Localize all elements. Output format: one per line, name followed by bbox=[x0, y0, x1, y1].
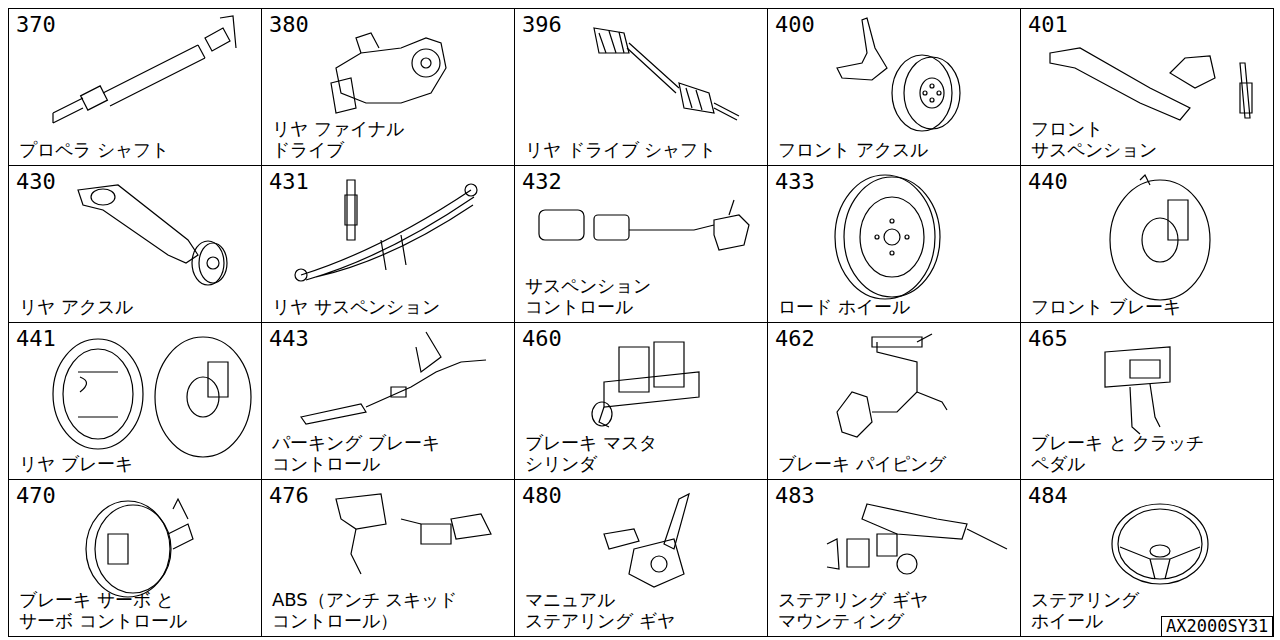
section-name: ステアリング ホイール bbox=[1031, 589, 1181, 631]
section-number: 465 bbox=[1028, 326, 1068, 352]
section-name: フロント ブレーキ bbox=[1031, 296, 1181, 317]
pedal-art bbox=[1105, 347, 1170, 434]
front-brake-art bbox=[1110, 175, 1210, 300]
rear-brake-art bbox=[53, 337, 251, 457]
catalog-cell: 470 ブレーキ サーボ と サーボ コントロール bbox=[8, 479, 262, 637]
gear-mounting-art bbox=[827, 504, 1007, 574]
section-number: 431 bbox=[269, 169, 309, 195]
catalog-cell: 433 ロード ホイール bbox=[767, 165, 1021, 323]
front-suspension-art bbox=[1050, 48, 1252, 120]
suspension-control-art bbox=[539, 200, 749, 250]
master-cylinder-art bbox=[592, 342, 699, 427]
section-number: 430 bbox=[16, 169, 56, 195]
section-name: パーキング ブレーキ コントロール bbox=[272, 432, 482, 474]
catalog-cell: 480 マニュアル ステアリング ギヤ bbox=[514, 479, 768, 637]
catalog-cell: 443 パーキング ブレーキ コントロール bbox=[261, 322, 515, 480]
catalog-cell: 484 ステアリング ホイール bbox=[1020, 479, 1274, 637]
section-name: プロペラ シャフト bbox=[19, 139, 169, 160]
section-number: 483 bbox=[775, 483, 815, 509]
catalog-cell: 431 リヤ サスペンション bbox=[261, 165, 515, 323]
catalog-cell: 465 ブレーキ と クラッチ ペダル bbox=[1020, 322, 1274, 480]
section-name: リヤ アクスル bbox=[19, 296, 133, 317]
final-drive-art bbox=[331, 33, 446, 113]
front-axle-art bbox=[837, 18, 960, 131]
section-name: リヤ ドライブ シャフト bbox=[525, 139, 716, 160]
steering-gear-art bbox=[604, 494, 689, 587]
section-number: 370 bbox=[16, 12, 56, 38]
section-number: 396 bbox=[522, 12, 562, 38]
catalog-cell: 440 フロント ブレーキ bbox=[1020, 165, 1274, 323]
section-number: 432 bbox=[522, 169, 562, 195]
catalog-cell: 462 ブレーキ パイピング bbox=[767, 322, 1021, 480]
catalog-cell: 380 リヤ ファイナル ドライブ bbox=[261, 8, 515, 166]
brake-piping-art bbox=[837, 334, 947, 437]
section-number: 380 bbox=[269, 12, 309, 38]
drawing-code: AX2000SY31 bbox=[1161, 616, 1273, 637]
catalog-cell: 432 サスペンション コントロール bbox=[514, 165, 768, 323]
rear-suspension-art bbox=[295, 180, 477, 281]
section-name: ブレーキ パイピング bbox=[778, 453, 946, 474]
drive-shaft-art bbox=[594, 28, 739, 120]
section-number: 470 bbox=[16, 483, 56, 509]
section-number: 440 bbox=[1028, 169, 1068, 195]
section-name: サスペンション コントロール bbox=[525, 275, 740, 317]
catalog-cell: 400 フロント アクスル bbox=[767, 8, 1021, 166]
catalog-cell: 460 ブレーキ マスタ シリンダ bbox=[514, 322, 768, 480]
section-number: 462 bbox=[775, 326, 815, 352]
catalog-cell: 396 リヤ ドライブ シャフト bbox=[514, 8, 768, 166]
section-name: ブレーキ マスタ シリンダ bbox=[525, 432, 685, 474]
catalog-cell: 441 リヤ ブレーキ bbox=[8, 322, 262, 480]
steering-wheel-art bbox=[1112, 504, 1208, 584]
abs-art bbox=[336, 494, 491, 574]
catalog-cell: 430 リヤ アクスル bbox=[8, 165, 262, 323]
road-wheel-art bbox=[835, 175, 940, 299]
catalog-cell: 476ABS（アンチ スキッド コントロール） bbox=[261, 479, 515, 637]
catalog-cell: 370 プロペラ シャフト bbox=[8, 8, 262, 166]
section-number: 460 bbox=[522, 326, 562, 352]
section-number: 400 bbox=[775, 12, 815, 38]
section-number: 401 bbox=[1028, 12, 1068, 38]
section-name: マニュアル ステアリング ギヤ bbox=[525, 589, 695, 631]
parking-brake-art bbox=[301, 332, 486, 424]
brake-booster-art bbox=[86, 499, 193, 597]
section-number: 441 bbox=[16, 326, 56, 352]
section-number: 480 bbox=[522, 483, 562, 509]
section-name: フロント アクスル bbox=[778, 139, 928, 160]
catalog-cell: 483 ステアリング ギヤ マウンティング bbox=[767, 479, 1021, 637]
propeller-shaft-art bbox=[53, 16, 236, 123]
section-number: 484 bbox=[1028, 483, 1068, 509]
section-name: リヤ ファイナル ドライブ bbox=[272, 118, 442, 160]
rear-axle-art bbox=[78, 185, 227, 285]
section-name: フロント サスペンション bbox=[1031, 118, 1171, 160]
section-number: 476 bbox=[269, 483, 309, 509]
section-name: ブレーキ サーボ と サーボ コントロール bbox=[19, 589, 209, 631]
section-number: 433 bbox=[775, 169, 815, 195]
section-name: ABS（アンチ スキッド コントロール） bbox=[272, 589, 512, 631]
section-name: ロード ホイール bbox=[778, 296, 910, 317]
section-number: 443 bbox=[269, 326, 309, 352]
section-name: ブレーキ と クラッチ ペダル bbox=[1031, 432, 1231, 474]
section-name: リヤ ブレーキ bbox=[19, 453, 133, 474]
section-name: ステアリング ギヤ マウンティング bbox=[778, 589, 978, 631]
catalog-cell: 401 フロント サスペンション bbox=[1020, 8, 1274, 166]
section-name: リヤ サスペンション bbox=[272, 296, 440, 317]
